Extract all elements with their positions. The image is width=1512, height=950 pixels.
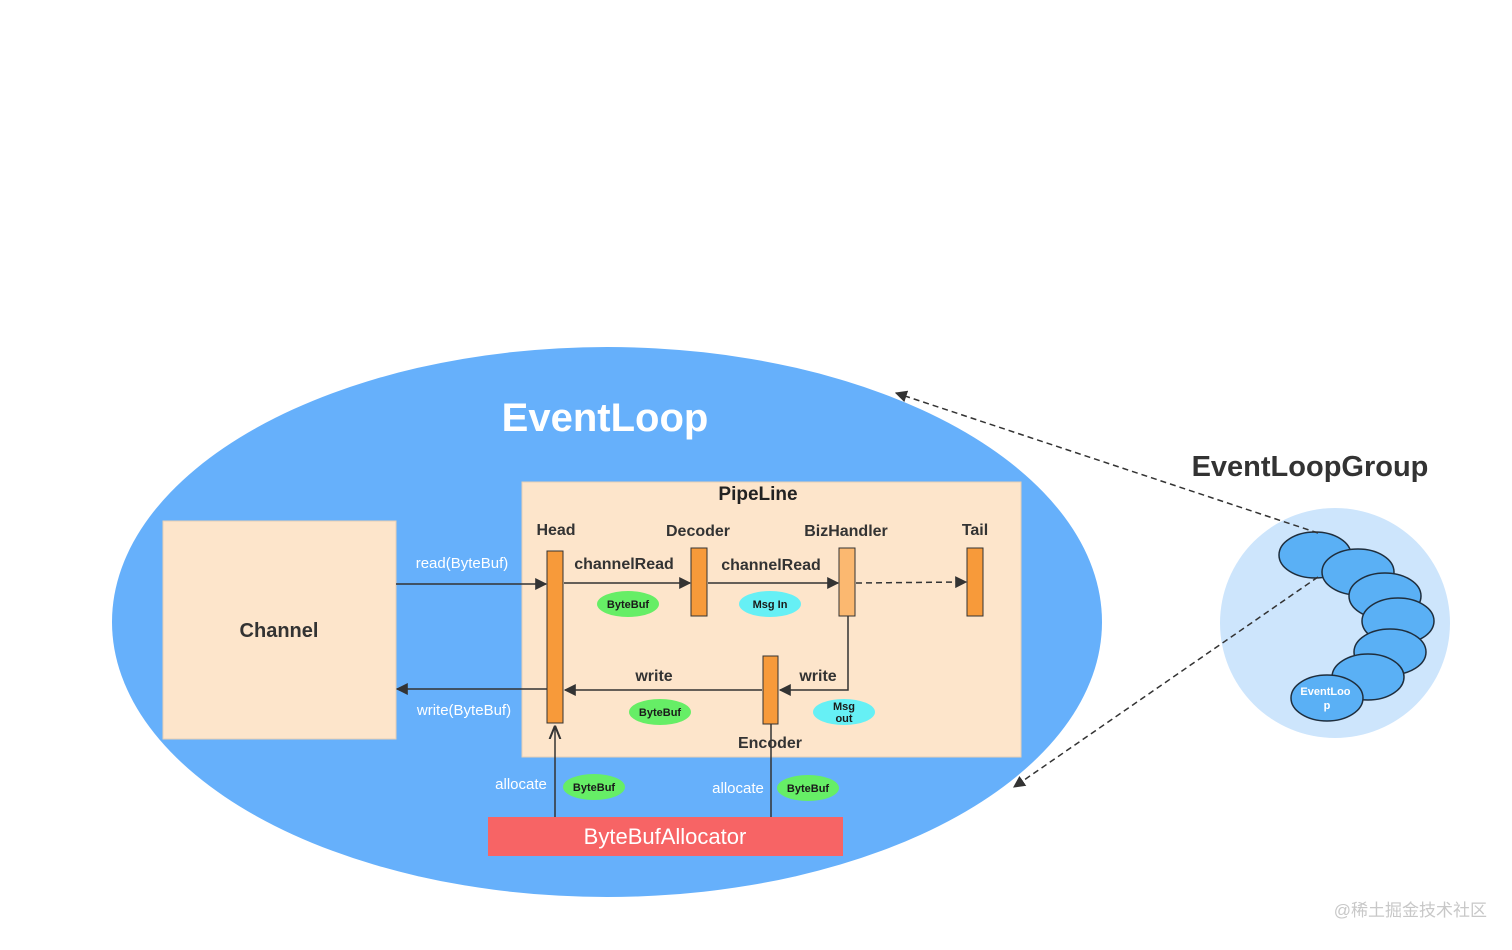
- eventloop-member-label-line1: EventLoo: [1300, 686, 1350, 698]
- group-to-eventloop-dashed-top: [894, 390, 1319, 534]
- bytebuf-pill-1: [597, 591, 659, 617]
- decoder-bar: [690, 547, 708, 617]
- write-out-label: write(ByteBuf): [416, 702, 511, 719]
- write-label-2: write: [798, 668, 836, 685]
- channel-label: Channel: [240, 620, 319, 642]
- channelread-label-2: channelRead: [721, 557, 821, 574]
- tail-bar: [966, 547, 984, 617]
- msg-in-pill: [739, 591, 801, 617]
- bytebuf-pill-2-label: ByteBuf: [639, 707, 682, 719]
- eventloop-member-label-line2: p: [1324, 700, 1331, 712]
- bizhandler-label: BizHandler: [804, 523, 888, 540]
- eventloopgroup-title: EventLoopGroup: [1192, 451, 1429, 483]
- bizhandler-bar: [838, 547, 856, 617]
- msg-out-pill-label-line2: out: [835, 713, 852, 725]
- bytebufallocator-box: [488, 817, 843, 856]
- channelread-label-1: channelRead: [574, 556, 674, 573]
- decoder-label: Decoder: [666, 523, 730, 540]
- encoder-label: Encoder: [738, 735, 802, 752]
- bytebuf-pill-4-label: ByteBuf: [787, 783, 830, 795]
- bytebufallocator-label: ByteBufAllocator: [584, 824, 747, 849]
- bytebuf-pill-3-label: ByteBuf: [573, 782, 616, 794]
- write-label-1: write: [634, 668, 672, 685]
- eventloop-member-7: [1290, 674, 1364, 722]
- read-label: read(ByteBuf): [416, 555, 509, 572]
- allocate-label-1: allocate: [495, 776, 547, 793]
- watermark: @稀土掘金技术社区: [1334, 901, 1487, 920]
- write-arrow-bizhandler-to-encoder: [778, 616, 849, 696]
- tail-dashed-arrow: [855, 576, 968, 589]
- bytebuf-pill-3: [563, 774, 625, 800]
- eventloop-member-label: EventLoo p: [1300, 686, 1353, 712]
- head-bar: [546, 550, 564, 724]
- group-to-eventloop-dashed-bottom: [1013, 576, 1319, 788]
- bytebuf-pill-2: [629, 699, 691, 725]
- head-label: Head: [536, 522, 575, 539]
- msg-out-pill-label-line1: Msg: [833, 701, 855, 713]
- allocate-label-2: allocate: [712, 780, 764, 797]
- bytebuf-pill-1-label: ByteBuf: [607, 599, 650, 611]
- tail-label: Tail: [962, 522, 988, 539]
- msg-in-pill-label: Msg In: [753, 599, 788, 611]
- msg-out-pill: [813, 699, 875, 725]
- eventloop-title: EventLoop: [502, 396, 709, 440]
- encoder-bar: [762, 655, 779, 725]
- channel-box: [162, 520, 397, 740]
- pipeline-title: PipeLine: [718, 484, 797, 505]
- bytebuf-pill-4: [777, 775, 839, 801]
